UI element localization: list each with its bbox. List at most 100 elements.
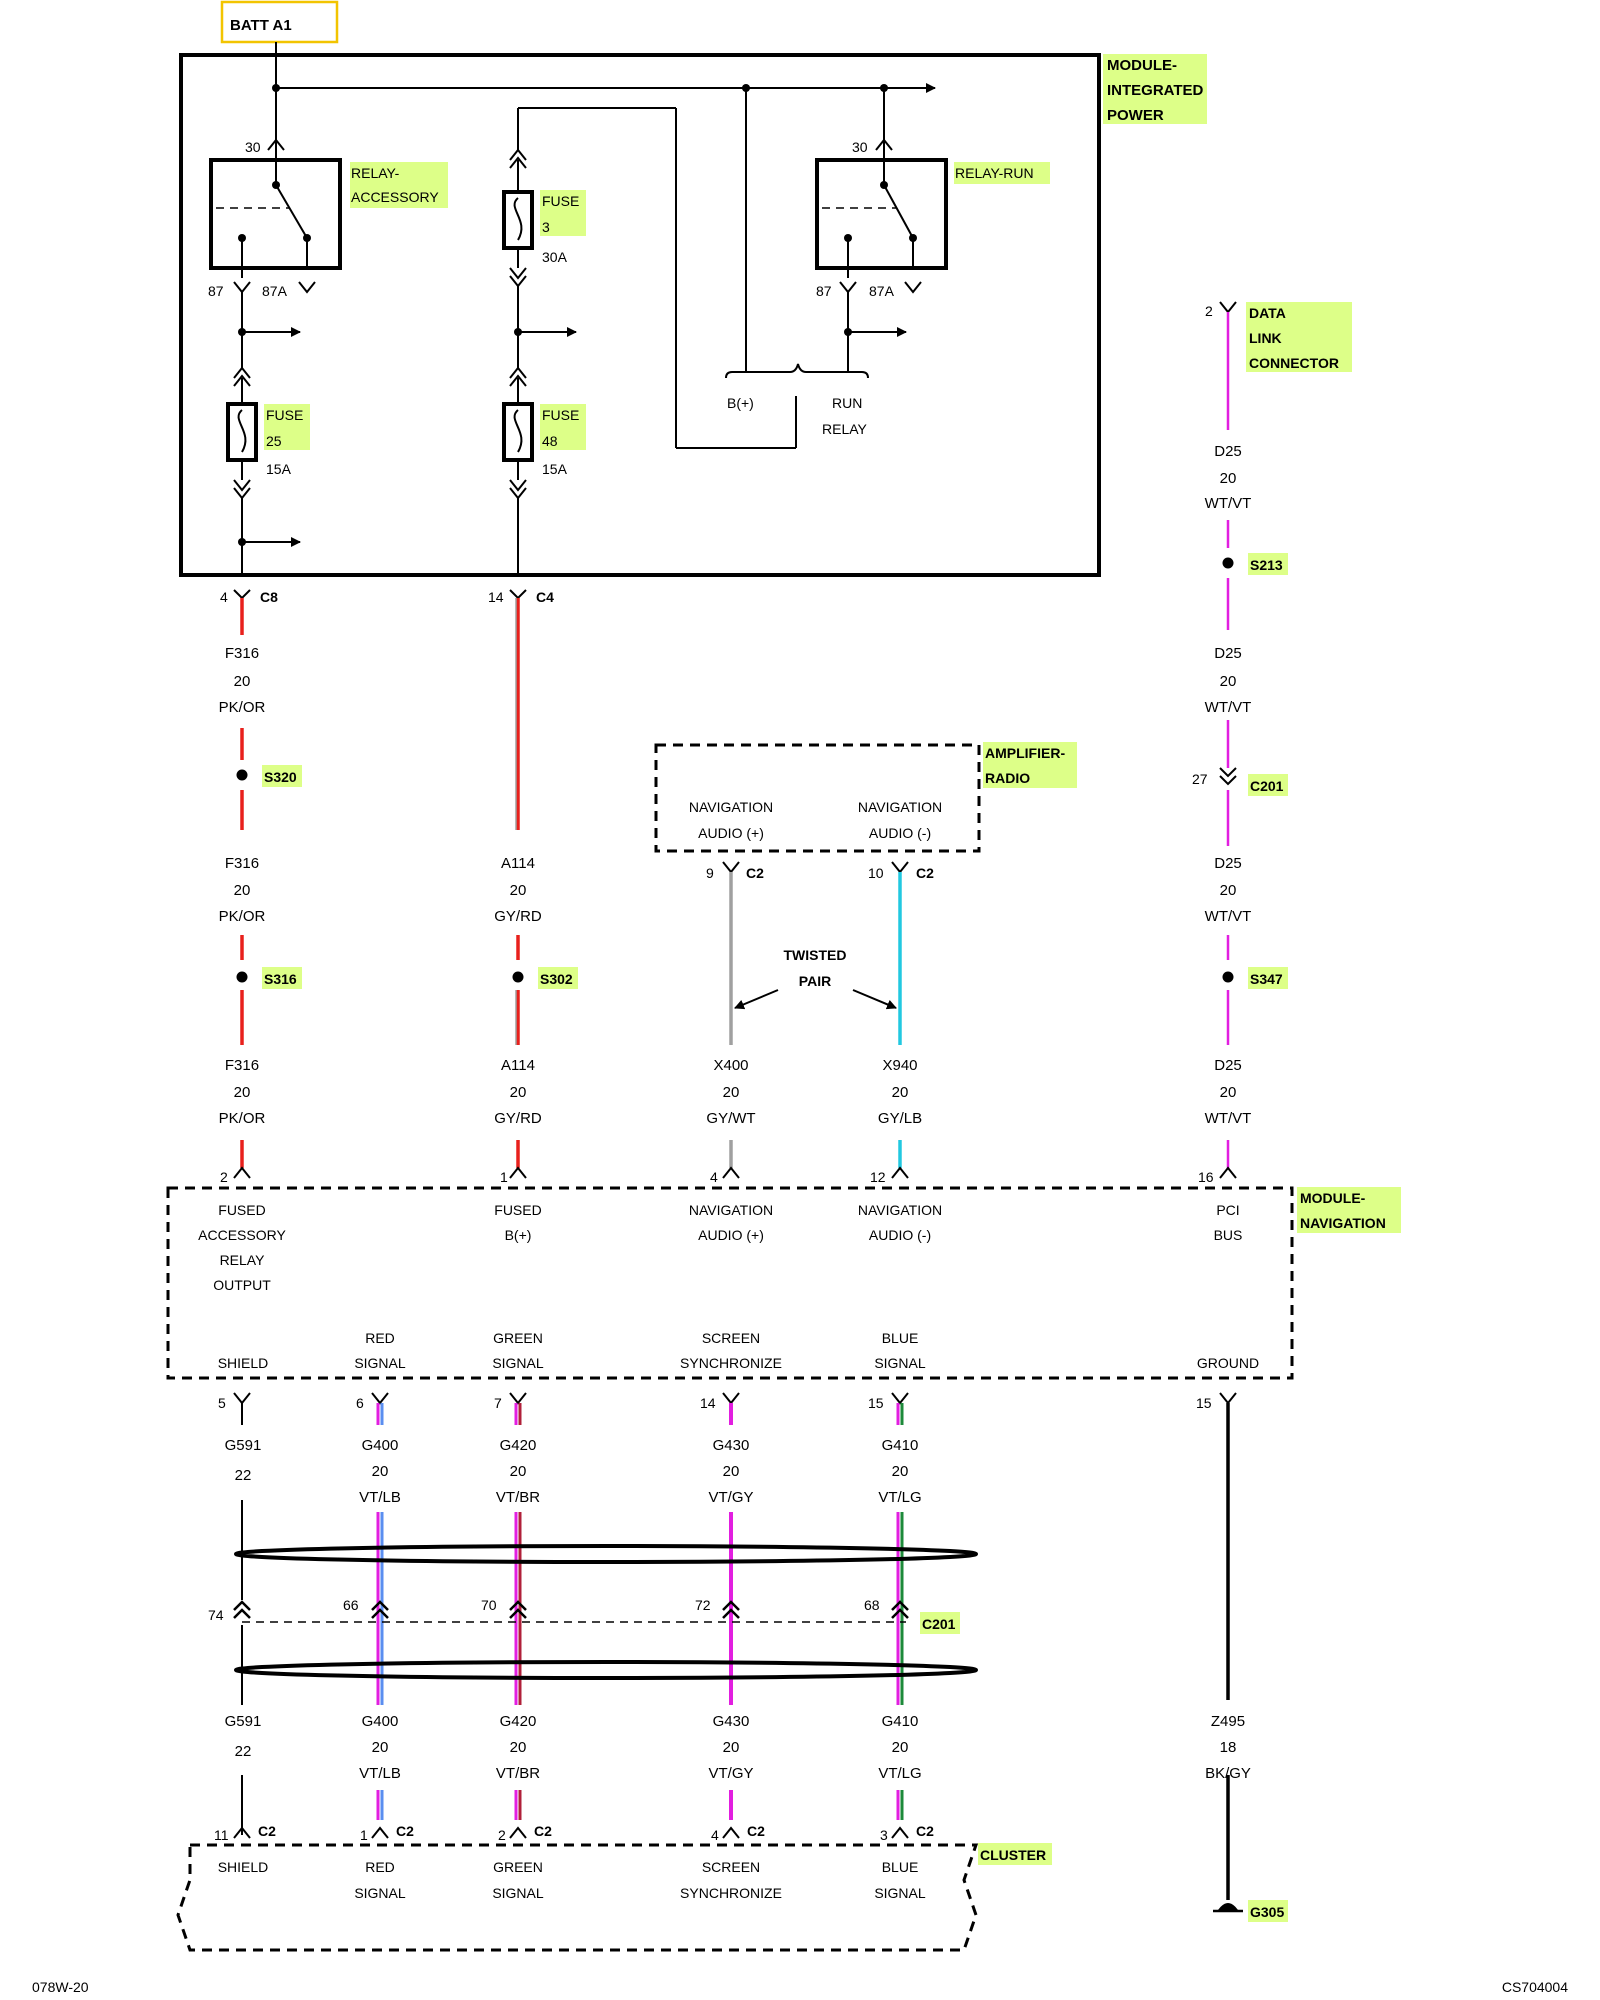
cl-pin-4: 4: [711, 1827, 719, 1843]
d25-name-3: D25: [1214, 855, 1242, 872]
g305-label: G305: [1250, 1904, 1284, 1920]
z495-name: Z495: [1211, 1713, 1245, 1730]
a114-gauge-2: 20: [510, 1084, 527, 1101]
a114-name-2: A114: [501, 1057, 535, 1074]
s302-label: S302: [540, 971, 573, 987]
c201-pin-4: 72: [695, 1597, 711, 1613]
nav-top-pin-2: 1: [500, 1169, 508, 1185]
nav-top-pin-1: 2: [220, 1169, 228, 1185]
twisted-arrow-left: [734, 989, 779, 1010]
cl-pin-3: 2: [498, 1827, 506, 1843]
g410-color: VT/LG: [878, 1489, 921, 1506]
cl-c2-2: C2: [396, 1823, 414, 1839]
c8-pin: 4: [220, 589, 228, 605]
splice-s320: [236, 769, 248, 781]
g410-gauge: 20: [892, 1463, 909, 1480]
d25-name-4: D25: [1214, 1057, 1242, 1074]
twisted-label-1: TWISTED: [784, 947, 847, 963]
run-relay-label-2: RELAY: [822, 421, 868, 437]
amp-c2-2: C2: [916, 865, 934, 881]
relay-acc-pin87a: 87A: [262, 283, 288, 299]
cl-c2-4: C2: [747, 1823, 765, 1839]
z495-gauge: 18: [1220, 1739, 1237, 1756]
f316-name-3: F316: [225, 1057, 259, 1074]
g591-gauge: 22: [235, 1467, 252, 1484]
nav-bot-pin-3: 7: [494, 1395, 502, 1411]
dlc-label-1: DATA: [1249, 305, 1286, 321]
nav-bot-fn1: SHIELD: [218, 1355, 269, 1371]
footer-right: CS704004: [1502, 1979, 1568, 1995]
relay-run-label: RELAY-RUN: [955, 165, 1034, 181]
cl-pin-2: 1: [360, 1827, 368, 1843]
run-relay-label-1: RUN: [832, 395, 862, 411]
cl-c2-1: C2: [258, 1823, 276, 1839]
cl-fn3-l2: SIGNAL: [492, 1885, 544, 1901]
g410-name: G410: [882, 1437, 919, 1454]
wire-g400: [376, 1403, 384, 1820]
cl-fn1: SHIELD: [218, 1859, 269, 1875]
c201-label-bottom: C201: [922, 1616, 956, 1632]
fuse25-amp: 15A: [266, 461, 292, 477]
f316-color-3: PK/OR: [219, 1110, 266, 1127]
cl-fn4-l2: SYNCHRONIZE: [680, 1885, 782, 1901]
ipm-highlight: [1103, 54, 1207, 124]
nav-top-fn1-l2: ACCESSORY: [198, 1227, 286, 1243]
amp-fn1-l1: NAVIGATION: [689, 799, 773, 815]
cluster-label: CLUSTER: [980, 1847, 1046, 1863]
wire-g420: [514, 1403, 522, 1820]
nav-bot-pin-2: 6: [356, 1395, 364, 1411]
f316-gauge-2: 20: [234, 882, 251, 899]
nav-top-fn4-l1: NAVIGATION: [858, 1202, 942, 1218]
nav-top-fn1-l3: RELAY: [220, 1252, 266, 1268]
d25-color-3: WT/VT: [1205, 908, 1252, 925]
cl-fn3-l1: GREEN: [493, 1859, 543, 1875]
batt-label: BATT A1: [230, 17, 292, 34]
nav-top-fn1-l4: OUTPUT: [213, 1277, 271, 1293]
c201-chevrons: [233, 1600, 909, 1619]
g430-gauge: 20: [723, 1463, 740, 1480]
ipm-label-1: MODULE-: [1107, 57, 1177, 74]
cl-c2-3: C2: [534, 1823, 552, 1839]
fuse3-label-2: 3: [542, 219, 550, 235]
bplus-circuit: [502, 107, 797, 575]
g420-name: G420: [500, 1437, 537, 1454]
amp-fn2-l1: NAVIGATION: [858, 799, 942, 815]
fuse3-amp: 30A: [542, 249, 568, 265]
f316-color-2: PK/OR: [219, 908, 266, 925]
ground-symbol: [1218, 1903, 1238, 1910]
f316-gauge-3: 20: [234, 1084, 251, 1101]
nav-top-pin-4: 12: [870, 1169, 886, 1185]
c201-chevron: [1219, 767, 1237, 778]
relay-run-pin30: 30: [852, 139, 868, 155]
amp-pin9: 9: [706, 865, 714, 881]
d25-name: D25: [1214, 443, 1242, 460]
shield-loop-bottom: [234, 1660, 978, 1680]
fuse25-label-2: 25: [266, 433, 282, 449]
g430-color-2: VT/GY: [708, 1765, 753, 1782]
g400-gauge: 20: [372, 1463, 389, 1480]
fuse48-label-2: 48: [542, 433, 558, 449]
relay-run-pin87: 87: [816, 283, 832, 299]
ipm-box: [179, 53, 1101, 577]
nav-bot-fn4-l2: SYNCHRONIZE: [680, 1355, 782, 1371]
nav-label-2: NAVIGATION: [1300, 1215, 1386, 1231]
navigation-module-box: [166, 1186, 1294, 1380]
amp-label-2: RADIO: [985, 770, 1030, 786]
g420-color: VT/BR: [496, 1489, 540, 1506]
dlc-pin: 2: [1205, 303, 1213, 319]
c201-pin-1: 74: [208, 1607, 224, 1623]
nav-top-pin-5: 16: [1198, 1169, 1214, 1185]
nav-bot-fn5-l1: BLUE: [882, 1330, 919, 1346]
nav-top-fn5-l1: PCI: [1216, 1202, 1239, 1218]
nav-bot-fn2-l2: SIGNAL: [354, 1355, 406, 1371]
nav-top-fn1-l1: FUSED: [218, 1202, 265, 1218]
nav-bot-pin-6: 15: [1196, 1395, 1212, 1411]
fuse25-label-1: FUSE: [266, 407, 303, 423]
g420-color-2: VT/BR: [496, 1765, 540, 1782]
ipm-label-2: INTEGRATED: [1107, 82, 1204, 99]
nav-bot-pin-5: 15: [868, 1395, 884, 1411]
fuse48-label-1: FUSE: [542, 407, 579, 423]
amp-label-1: AMPLIFIER-: [985, 745, 1065, 761]
a114-gauge: 20: [510, 882, 527, 899]
relay-acc-label-2: ACCESSORY: [351, 189, 439, 205]
